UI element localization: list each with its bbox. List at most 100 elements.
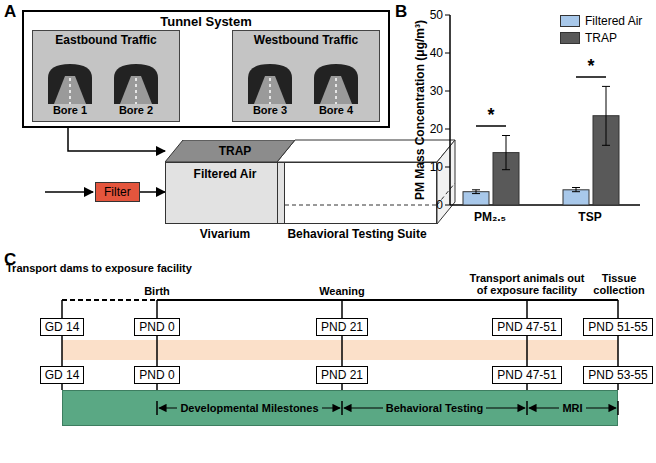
node-text: Filter — [104, 183, 131, 201]
figure-part — [476, 125, 506, 127]
node-text: Bore 4 — [319, 104, 353, 116]
category-label: PM₂.₅ — [474, 210, 506, 224]
node-text: PND 0 — [139, 320, 174, 334]
node-text: Bore 1 — [53, 104, 87, 116]
panel-letter: A — [4, 2, 16, 22]
lane-line — [69, 78, 71, 104]
figure-part — [445, 91, 450, 92]
phase-band: Developmental Milestones Behavioral Testi… — [62, 390, 618, 426]
node-text: PND 21 — [321, 320, 363, 334]
filter-box: Filter — [95, 182, 140, 202]
phase-tick — [156, 401, 158, 415]
phase-label: Developmental Milestones — [177, 402, 321, 414]
panel-letter: B — [395, 2, 407, 22]
node-text: PND 0 — [139, 368, 174, 382]
traffic-box: Bore 1 Bore 2 Eastbound Traffic — [32, 30, 180, 122]
figure-part — [445, 53, 450, 54]
event-label: Transport dams to exposure facility — [6, 262, 192, 274]
timeline-ticks — [62, 300, 618, 390]
node-text: Filtered Air — [166, 163, 284, 181]
significance-mark: * — [487, 105, 494, 126]
divider-line — [278, 205, 437, 206]
bar-chart — [445, 15, 640, 205]
tunnel-system-box: Bore 1Bore 2Eastbound TrafficBore 3Bore … — [22, 10, 390, 128]
node-text: Westbound Traffic — [233, 31, 379, 47]
figure-part — [472, 190, 480, 194]
legend-swatch — [560, 32, 580, 44]
phase-label: Behavioral Testing — [383, 402, 487, 414]
exposure-band — [62, 340, 618, 360]
tick-label: 20 — [430, 122, 443, 136]
tick-label: 40 — [430, 46, 443, 60]
event-label: Tissue collection — [588, 272, 650, 297]
figure-part — [445, 167, 450, 168]
legend-entry: Filtered Air — [560, 14, 642, 28]
timepoint-box: PND 21 — [316, 366, 368, 384]
legend-text: Filtered Air — [585, 14, 642, 28]
figure-part — [576, 76, 606, 78]
tick-label: 10 — [430, 160, 443, 174]
tick-label: 50 — [430, 8, 443, 22]
lane-line — [135, 78, 137, 104]
traffic-box: Bore 3 Bore 4 Westbound Traffic — [232, 30, 380, 122]
tick-label: 0 — [436, 198, 443, 212]
timepoint-box: PND 21 — [316, 318, 368, 336]
event-label: Transport animals out of exposure facili… — [469, 272, 585, 297]
legend-entry: TRAP — [560, 31, 617, 45]
phase-tick — [526, 401, 528, 415]
timepoint-box: PND 0 — [134, 366, 179, 384]
suite-side-face — [437, 140, 455, 224]
lane-line — [335, 78, 337, 104]
figure-part — [572, 188, 580, 192]
timeline-line — [157, 299, 618, 301]
figure-part — [445, 205, 450, 206]
timepoint-box: PND 51-55 — [583, 318, 652, 336]
phase-tick — [341, 401, 343, 415]
timepoint-box: PND 0 — [134, 318, 179, 336]
phase-tick — [617, 401, 619, 415]
figure-part — [445, 129, 450, 130]
trap-chamber: TRAP — [165, 140, 305, 162]
phase-label: MRI — [559, 402, 585, 414]
room-label: Vivarium — [200, 227, 250, 241]
legend-swatch — [560, 15, 580, 27]
road — [254, 76, 286, 104]
node-text: TRAP — [165, 140, 305, 162]
road — [120, 76, 152, 104]
timepoint-box: GD 14 — [40, 366, 85, 384]
inlet-line — [45, 191, 93, 193]
tunnel-bore: Bore 2 — [106, 50, 166, 118]
timepoint-box: PND 47-51 — [492, 318, 561, 336]
tunnel-icon — [246, 62, 294, 104]
tunnel-arch — [48, 64, 92, 104]
category-label: TSP — [578, 210, 601, 224]
tunnel-icon — [312, 62, 360, 104]
node-text: PND 21 — [321, 368, 363, 382]
tunnel-arch — [248, 64, 292, 104]
figure-part — [502, 136, 510, 170]
event-label: Weaning — [319, 285, 365, 297]
tunnel-arch — [114, 64, 158, 104]
figure-part — [602, 86, 610, 145]
road — [320, 76, 352, 104]
timepoint-box: PND 53-55 — [583, 366, 652, 384]
tick-label: 30 — [430, 84, 443, 98]
node-text: GD 14 — [45, 368, 80, 382]
vivarium-box: Filtered AirVivarium — [165, 162, 285, 224]
node-text: Eastbound Traffic — [33, 31, 179, 47]
phase-arrows — [63, 391, 619, 427]
figure-part — [445, 15, 450, 16]
tunnel-bore: Bore 4 — [306, 50, 366, 118]
node-text: PND 53-55 — [588, 368, 647, 382]
node-text: Bore 2 — [119, 104, 153, 116]
node-text: PND 47-51 — [497, 320, 556, 334]
flow-arrow — [140, 191, 165, 193]
node-text: PND 47-51 — [497, 368, 556, 382]
axis-title: PM Mass Concentration (μg/m³) — [413, 20, 427, 200]
suite-top-face — [277, 140, 455, 162]
timepoint-box: PND 47-51 — [492, 366, 561, 384]
tunnel-bore: Bore 3 — [240, 50, 300, 118]
figure-part — [449, 15, 451, 205]
timepoint-box: GD 14 — [40, 318, 85, 336]
